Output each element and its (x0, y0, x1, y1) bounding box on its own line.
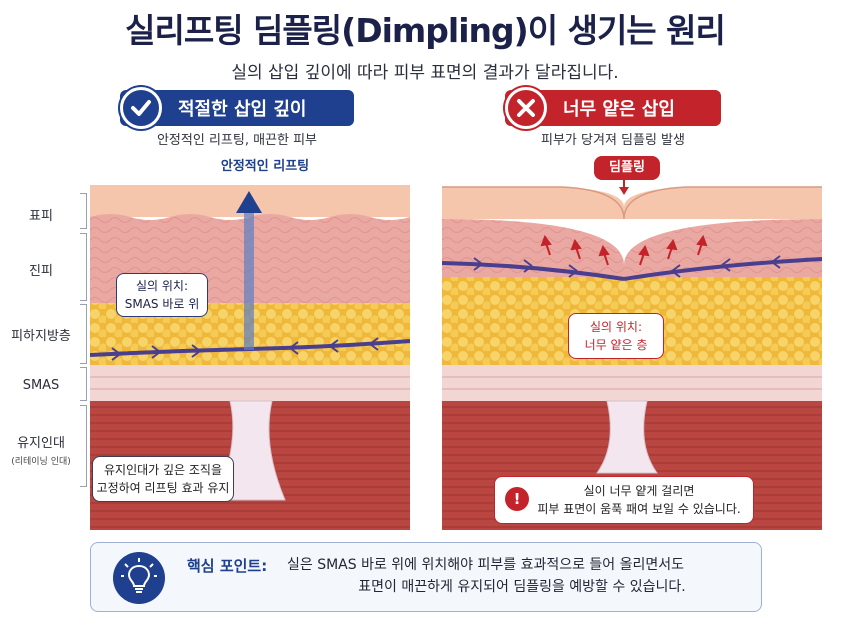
layer-label-ligament: 유지인대 (리테이닝 인대) (0, 432, 82, 467)
left-thread-note-line2: SMAS 바로 위 (124, 297, 200, 311)
dimpling-label: 딤플링 (594, 156, 660, 180)
bracket-ligament (80, 405, 87, 487)
shallow-depth-label: 너무 얕은 삽입 (563, 99, 675, 120)
ligament-note-line1: 유지인대가 깊은 조직을 (103, 463, 223, 477)
layer-label-dermis: 진피 (29, 264, 53, 279)
left-thread-note-line1: 실의 위치: (135, 279, 189, 293)
left-thread-note: 실의 위치: SMAS 바로 위 (116, 273, 208, 317)
proper-depth-caption: 안정적인 리프팅, 매끈한 피부 (156, 133, 318, 148)
layer-label-fat: 피하지방층 (11, 329, 71, 344)
ligament-note: 유지인대가 깊은 조직을 고정하여 리프팅 효과 유지 (92, 456, 234, 502)
right-thread-note: 실의 위치: 너무 얕은 층 (568, 313, 664, 359)
bracket-epidermis (80, 193, 87, 229)
warning-note-line1: 실이 너무 얕게 걸리면 (583, 484, 695, 498)
bracket-smas (80, 367, 87, 401)
check-icon (120, 87, 162, 129)
shallow-depth-caption: 피부가 당겨져 딤플링 발생 (541, 133, 685, 148)
layer-label-epidermis: 표피 (29, 209, 53, 224)
bracket-fat (80, 304, 87, 364)
proper-depth-illustration (90, 155, 410, 530)
page-title: 실리프팅 딤플링(Dimpling)이 생기는 원리 (125, 11, 726, 50)
bracket-dermis (80, 233, 87, 301)
proper-depth-badge: 적절한 삽입 깊이 (120, 87, 354, 129)
shallow-depth-illustration (442, 155, 822, 530)
lightbulb-icon (113, 552, 165, 604)
left-lift-label: 안정적인 리프팅 (220, 159, 310, 174)
proper-depth-label: 적절한 삽입 깊이 (178, 99, 307, 120)
key-point-heading: 핵심 포인트: (187, 557, 268, 575)
right-thread-note-line1: 실의 위치: (589, 320, 643, 334)
ligament-sub-label: (리테이닝 인대) (11, 457, 71, 467)
warning-note: ! 실이 너무 얕게 걸리면 피부 표면이 움푹 패여 보일 수 있습니다. (494, 476, 754, 524)
key-point-line1: 실은 SMAS 바로 위에 위치해야 피부를 효과적으로 들어 올리면서도 (287, 557, 685, 573)
page-subtitle: 실의 삽입 깊이에 따라 피부 표면의 결과가 달라집니다. (231, 63, 619, 83)
layer-label-smas: SMAS (22, 378, 60, 393)
right-thread-note-line2: 너무 얕은 층 (584, 338, 648, 352)
x-icon (505, 87, 547, 129)
ligament-label: 유지인대 (17, 436, 65, 451)
ligament-note-line2: 고정하여 리프팅 효과 유지 (96, 481, 230, 495)
exclamation-icon: ! (505, 487, 529, 511)
warning-note-line2: 피부 표면이 움푹 패여 보일 수 있습니다. (537, 502, 741, 516)
key-point-box: 핵심 포인트: 실은 SMAS 바로 위에 위치해야 피부를 효과적으로 들어 … (90, 542, 762, 612)
shallow-depth-badge: 너무 얕은 삽입 (505, 87, 721, 129)
key-point-line2: 표면이 매끈하게 유지되어 딤플링을 예방할 수 있습니다. (358, 579, 686, 595)
